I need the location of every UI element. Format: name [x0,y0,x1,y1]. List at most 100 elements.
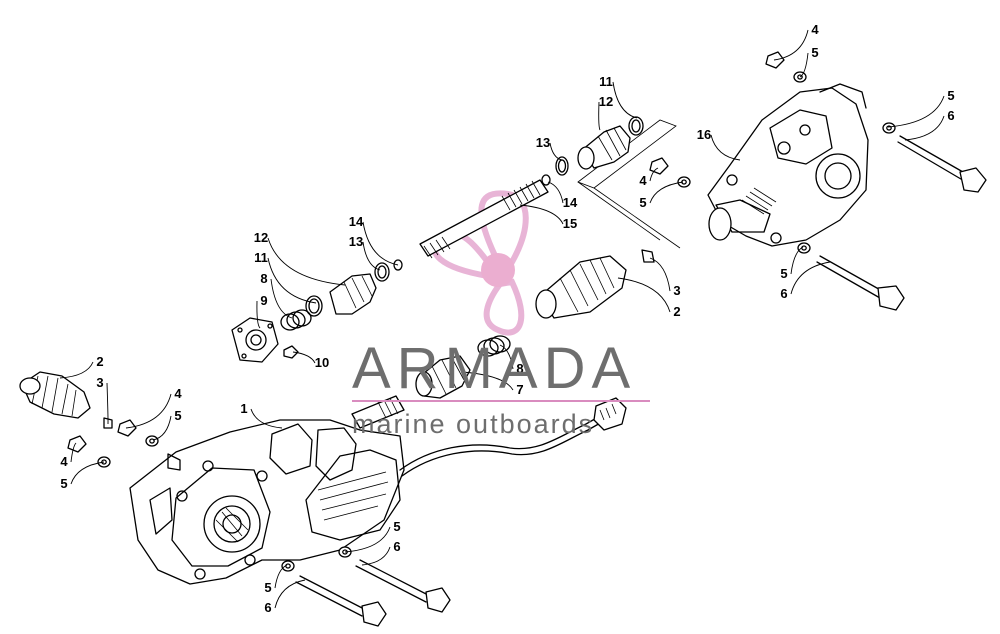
leader-line [125,393,172,429]
callout-c-3-rt: 3 [649,257,681,298]
bolt-6-right [816,255,905,311]
callout-c-6-bl: 6 [264,579,306,615]
callout-number: 4 [60,454,68,469]
driveshaft-15 [393,174,551,271]
spring-8-mid [280,309,312,331]
bolt-10 [283,345,299,359]
leader-line [904,115,945,141]
callout-number: 16 [697,127,711,142]
callout-c-5-bm: 5 [344,519,401,553]
leader-line [59,361,94,379]
callout-c-5-rt: 5 [887,88,955,128]
leader-line [461,371,514,391]
callout-number: 4 [639,173,647,188]
leader-line [362,241,381,271]
reference-box-top [577,119,681,249]
callout-number: 14 [563,195,578,210]
callout-c-14-top: 14 [547,181,578,210]
callout-number: 5 [947,88,954,103]
callout-c-1: 1 [240,401,283,429]
callout-c-3-lt: 3 [96,375,109,425]
leader-line [598,101,601,131]
callout-c-5-rb: 5 [780,246,804,281]
leader-line [612,81,638,119]
leader-line [887,95,945,128]
watermark-text: ARMADA marine outboards [352,336,650,439]
callout-number: 5 [264,580,271,595]
leader-line [499,344,514,370]
callout-c-5-lm: 5 [152,408,182,441]
callout-number: 11 [599,74,613,89]
callout-number: 6 [780,286,787,301]
watermark-hub [481,253,515,287]
callout-c-11-top: 11 [599,74,638,119]
leader-line [270,278,293,319]
callout-c-2-lt: 2 [59,354,104,379]
callout-c-2-rt: 2 [617,277,681,319]
leader-line [274,564,288,589]
callout-number: 10 [315,355,329,370]
callout-layer: 4556111216134514151413121189103256238745… [59,22,955,615]
callout-number: 9 [260,293,267,308]
callout-c-12-mid: 12 [254,230,346,286]
leader-line [250,408,283,429]
bolt-6-bottom-left [295,575,387,627]
callout-number: 5 [393,519,400,534]
boot-2-left [19,371,113,429]
callout-number: 4 [811,22,819,37]
callout-c-10: 10 [292,351,329,370]
leader-line [519,204,564,225]
callout-c-5-mid: 5 [639,181,684,210]
callout-c-5-bl: 5 [264,564,288,595]
leader-line [344,526,391,553]
callout-number: 12 [254,230,268,245]
callout-number: 13 [536,135,550,150]
callout-c-13-top: 13 [536,135,563,161]
leader-line [292,351,316,364]
leader-line [790,246,804,275]
boot-2-right [535,249,655,319]
leader-line [70,461,105,485]
callout-c-15: 15 [519,204,577,231]
leader-line [256,300,261,329]
callout-c-8-mid: 8 [260,271,293,319]
leader-line [617,277,671,313]
callout-c-13-mid: 13 [349,234,381,271]
callout-number: 8 [516,361,523,376]
callout-number: 14 [349,214,364,229]
callout-c-11-mid: 11 [254,250,317,304]
callout-c-9: 9 [256,293,268,329]
boot-7 [415,355,471,399]
leader-line [267,257,317,304]
washers-nuts-bottom [67,419,352,572]
callout-number: 5 [811,45,818,60]
leader-line [549,142,563,161]
callout-c-5-tr: 5 [799,45,819,78]
callout-number: 2 [673,304,680,319]
callout-number: 12 [599,94,613,109]
rear-housing-16 [707,83,869,247]
callout-number: 4 [174,386,182,401]
callout-number: 5 [780,266,787,281]
bolt-6-top [897,135,987,193]
callout-number: 13 [349,234,363,249]
leader-line [649,181,684,204]
callout-c-14-mid: 14 [349,214,399,266]
callout-number: 6 [264,600,271,615]
callout-number: 3 [673,283,680,298]
leader-line [649,257,671,292]
callout-c-4-ll: 4 [60,442,77,469]
leader-line [274,579,306,609]
spring-8-low [477,335,511,357]
callout-number: 11 [254,250,268,265]
leader-line [790,261,831,295]
callout-c-6-rb: 6 [780,261,831,301]
leader-line [362,221,399,266]
watermark-subtitle: marine outboards [352,409,594,439]
callout-number: 7 [516,382,523,397]
leader-line [773,29,809,61]
callout-c-12-top: 12 [598,94,613,131]
callout-number: 6 [947,108,954,123]
leader-line [710,134,741,161]
